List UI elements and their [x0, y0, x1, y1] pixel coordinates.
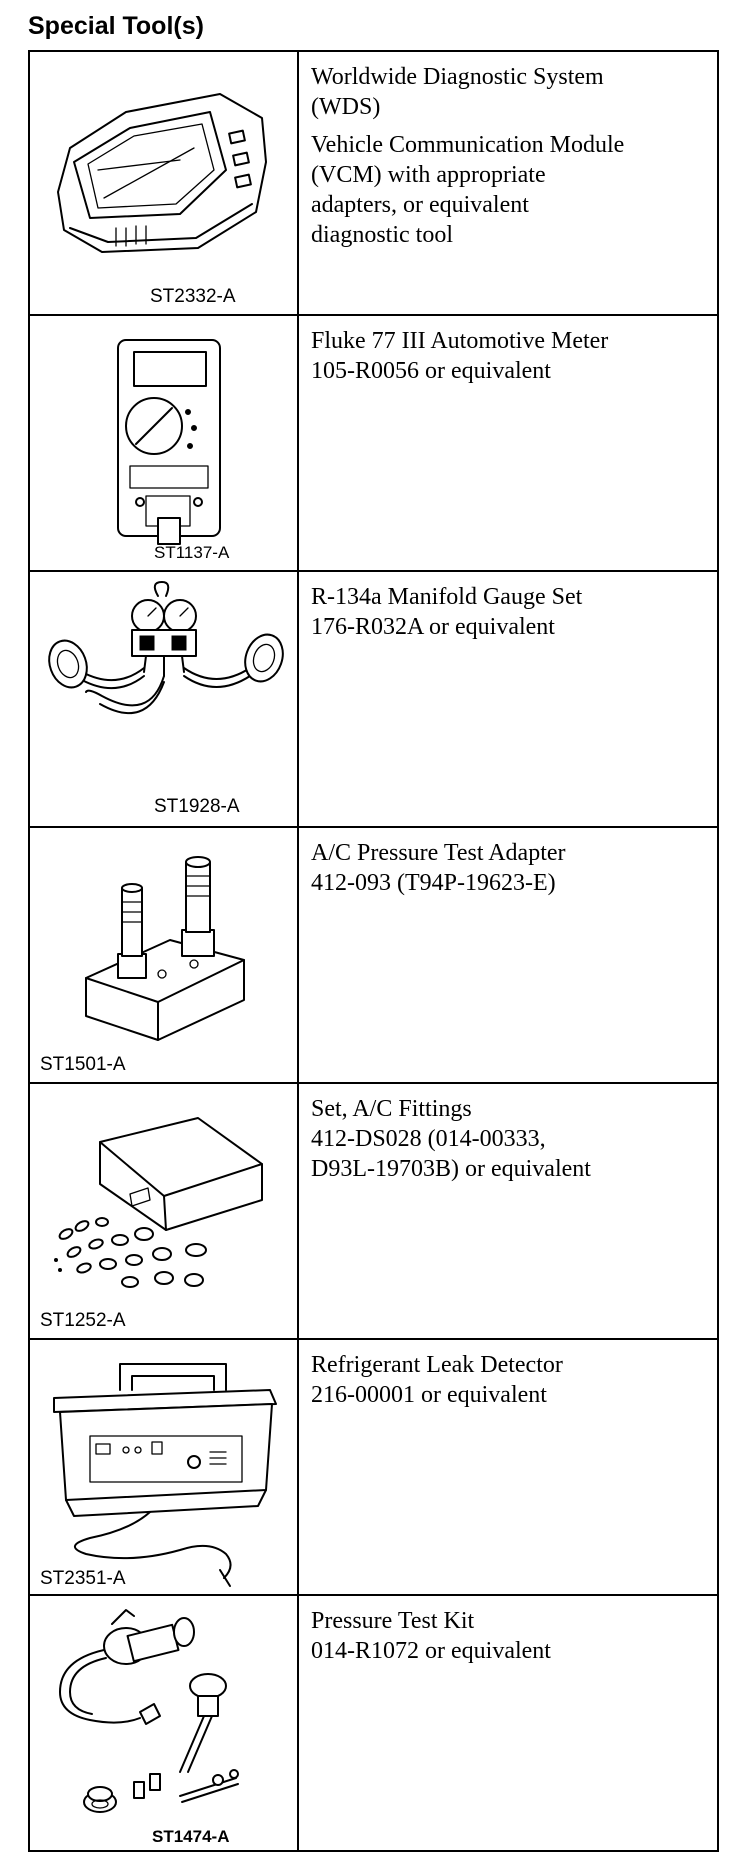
tool-row: ST2351-A Refrigerant Leak Detector 216-0… — [28, 1338, 719, 1596]
tool-code: ST2351-A — [40, 1568, 126, 1589]
tool-code: ST2332-A — [150, 286, 236, 307]
tool-illustration-cell: ST2351-A — [28, 1338, 299, 1596]
tool-code: ST1137-A — [154, 543, 230, 562]
tool-row: ST1501-A A/C Pressure Test Adapter 412-0… — [28, 826, 719, 1084]
pressure-test-kit-icon — [59, 1609, 239, 1813]
diagnostic-system-icon — [57, 93, 267, 253]
tool-illustration-cell: ST1501-A — [28, 826, 299, 1084]
tool-description: Worldwide Diagnostic System (WDS) Vehicl… — [297, 50, 719, 316]
tool-description: R-134a Manifold Gauge Set 176-R032A or e… — [297, 570, 719, 828]
multimeter-icon — [117, 339, 221, 545]
leak-detector-icon — [53, 1363, 277, 1587]
tool-description: Refrigerant Leak Detector 216-00001 or e… — [297, 1338, 719, 1596]
manifold-gauge-icon — [48, 581, 284, 714]
tool-illustration-cell: ST1137-A — [28, 314, 299, 572]
tool-row: ST1252-A Set, A/C Fittings 412-DS028 (01… — [28, 1082, 719, 1340]
tool-code: ST1501-A — [40, 1054, 126, 1075]
tool-illustration-cell: ST1474-A — [28, 1594, 299, 1852]
tool-description: Fluke 77 III Automotive Meter 105-R0056 … — [297, 314, 719, 572]
tool-description: Pressure Test Kit 014-R1072 or equivalen… — [297, 1594, 719, 1852]
tool-illustration-cell: ST1252-A — [28, 1082, 299, 1340]
pressure-adapter-icon — [85, 856, 245, 1041]
tool-code: ST1474-A — [152, 1827, 230, 1846]
tool-illustration-cell: ST1928-A — [28, 570, 299, 828]
tool-row: ST1137-A Fluke 77 III Automotive Meter 1… — [28, 314, 719, 572]
tool-description: A/C Pressure Test Adapter 412-093 (T94P-… — [297, 826, 719, 1084]
tool-code: ST1928-A — [154, 796, 240, 817]
section-heading: Special Tool(s) — [28, 12, 204, 40]
tool-row: ST1474-A Pressure Test Kit 014-R1072 or … — [28, 1594, 719, 1852]
tool-description: Set, A/C Fittings 412-DS028 (014-00333, … — [297, 1082, 719, 1340]
fittings-case-icon — [54, 1117, 263, 1288]
tool-row: ST2332-A Worldwide Diagnostic System (WD… — [28, 50, 719, 316]
tool-illustration-cell: ST2332-A — [28, 50, 299, 316]
tool-code: ST1252-A — [40, 1310, 126, 1331]
tool-row: ST1928-A R-134a Manifold Gauge Set 176-R… — [28, 570, 719, 828]
special-tools-table: ST2332-A Worldwide Diagnostic System (WD… — [28, 50, 719, 1852]
